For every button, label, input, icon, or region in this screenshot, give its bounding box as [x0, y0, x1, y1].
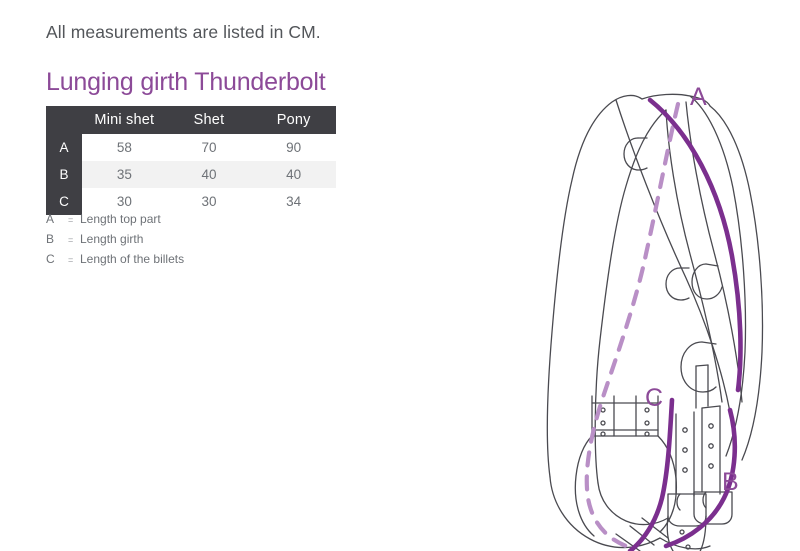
billet-punch-holes	[682, 423, 714, 473]
legend-equals-icon: =	[68, 235, 74, 245]
billet-plate-rivets	[600, 407, 650, 437]
legend-text-b: Length girth	[80, 232, 144, 246]
row-label-c: C	[46, 188, 83, 215]
measure-arc-a	[647, 97, 743, 393]
girth-diagram: A B C	[490, 40, 800, 551]
billet-strap-2-top	[701, 405, 721, 409]
keeper-ring-mid-right-icon	[691, 263, 723, 300]
cell-a-mini-shet: 58	[82, 134, 167, 161]
dashed-guide-line	[584, 101, 681, 549]
keeper-ring-lower-tab	[701, 341, 717, 345]
keeper-ring-top-icon	[623, 137, 648, 171]
legend-key-a: A	[46, 212, 55, 226]
measure-line-c	[627, 397, 675, 551]
girth-strap-outer	[709, 105, 764, 461]
table-row: B 35 40 40	[46, 161, 336, 188]
girth-cross-strap-a	[665, 109, 723, 403]
legend-equals-icon: =	[68, 255, 74, 265]
girth-bottom-end-curve	[659, 537, 711, 550]
table-header: Mini shet Shet Pony	[46, 106, 336, 134]
page-title: Lunging girth Thunderbolt	[46, 68, 326, 96]
girth-bottom-inner-curve	[597, 482, 669, 526]
dimension-label-c: C	[645, 384, 663, 412]
girth-end-tab-2	[629, 525, 655, 546]
column-header-mini-shet: Mini shet	[82, 106, 167, 134]
cell-b-mini-shet: 35	[82, 161, 167, 188]
legend-key-b: B	[46, 232, 55, 246]
cell-a-shet: 70	[166, 134, 252, 161]
table-row: C 30 30 34	[46, 188, 336, 215]
girth-outer-edge	[546, 94, 643, 478]
measurement-unit-note: All measurements are listed in CM.	[46, 22, 321, 42]
info-column: All measurements are listed in CM. Lungi…	[46, 0, 466, 551]
girth-bottom-outer-curve	[549, 476, 661, 549]
billet-plate	[591, 395, 659, 437]
girth-pad-inner-edge	[594, 109, 667, 484]
legend-key-c: C	[46, 252, 55, 266]
table-body: A 58 70 90 B 35 40 40 C 30 30 34	[46, 134, 336, 215]
table-header-row: Mini shet Shet Pony	[46, 106, 336, 134]
buckle-prong-right	[702, 491, 707, 509]
table-corner-cell	[46, 106, 83, 134]
legend-equals-icon: =	[68, 215, 74, 225]
legend-text-c: Length of the billets	[80, 252, 185, 266]
keeper-ring-mid-left-icon	[665, 267, 690, 301]
girth-cross-strap-c	[615, 99, 731, 413]
billet-strap-tail-top	[695, 364, 709, 367]
cell-c-mini-shet: 30	[82, 188, 167, 215]
legend-item-c: C = Length of the billets	[46, 252, 286, 272]
measure-arc-b	[663, 407, 738, 549]
row-label-b: B	[46, 161, 83, 188]
buckle-frame-right	[693, 491, 733, 525]
size-measurement-table: Mini shet Shet Pony A 58 70 90 B 35 40 4…	[46, 106, 336, 215]
buckle-prong-left	[676, 493, 681, 511]
row-label-a: A	[46, 134, 83, 161]
girth-strap-mid	[689, 95, 747, 457]
legend-text-a: Length top part	[80, 212, 161, 226]
legend-item-a: A = Length top part	[46, 212, 286, 232]
girth-outline-group	[546, 93, 764, 551]
table-row: A 58 70 90	[46, 134, 336, 161]
column-header-shet: Shet	[166, 106, 252, 134]
column-header-pony: Pony	[251, 106, 336, 134]
cell-b-shet: 40	[166, 161, 252, 188]
cell-c-shet: 30	[166, 188, 252, 215]
measurement-legend: A = Length top part B = Length girth C =…	[46, 212, 286, 272]
keeper-ring-mid-right-tab	[705, 263, 719, 267]
dimension-label-a: A	[690, 83, 707, 111]
legend-item-b: B = Length girth	[46, 232, 286, 252]
keeper-ring-lower-icon	[680, 341, 717, 393]
cell-a-pony: 90	[251, 134, 336, 161]
girth-lower-pad-left	[574, 435, 595, 537]
dimension-label-b: B	[722, 468, 739, 496]
girth-end-tab-3	[641, 517, 669, 539]
cell-b-pony: 40	[251, 161, 336, 188]
cell-c-pony: 34	[251, 188, 336, 215]
